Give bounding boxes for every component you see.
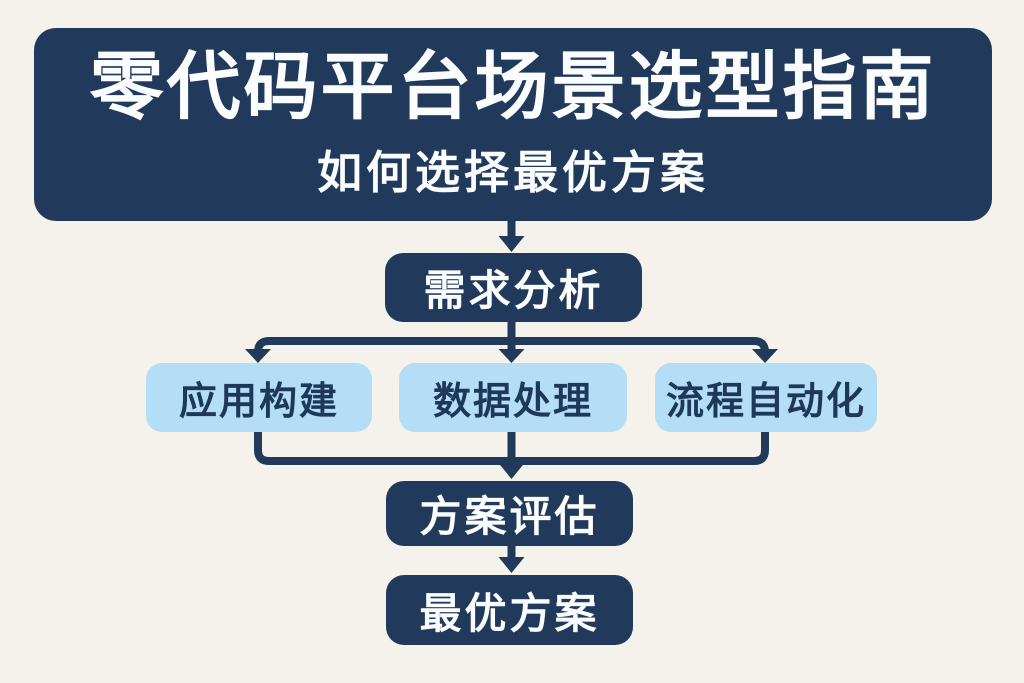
edge-branch-rail	[254, 337, 769, 353]
node-data-processing: 数据处理	[399, 363, 627, 432]
arrowhead-to-data	[498, 349, 525, 363]
node-app-building: 应用构建	[146, 363, 372, 432]
arrowhead-to-process	[752, 349, 778, 363]
node-optimal-solution: 最优方案	[386, 575, 633, 645]
node-requirement-analysis: 需求分析	[385, 253, 642, 322]
node-solution-evaluation: 方案评估	[386, 481, 633, 546]
page-title: 零代码平台场景选型指南	[89, 45, 937, 129]
node-process-automation: 流程自动化	[655, 363, 877, 432]
arrowhead-to-eval	[498, 463, 525, 479]
arrowhead-to-best	[498, 557, 525, 573]
page-subtitle: 如何选择最优方案	[316, 146, 709, 198]
arrowhead-header-to-needs	[498, 236, 525, 252]
arrowhead-to-app	[245, 349, 271, 363]
header-banner: 零代码平台场景选型指南 如何选择最优方案	[34, 28, 992, 221]
edge-merge-rail	[254, 430, 769, 465]
